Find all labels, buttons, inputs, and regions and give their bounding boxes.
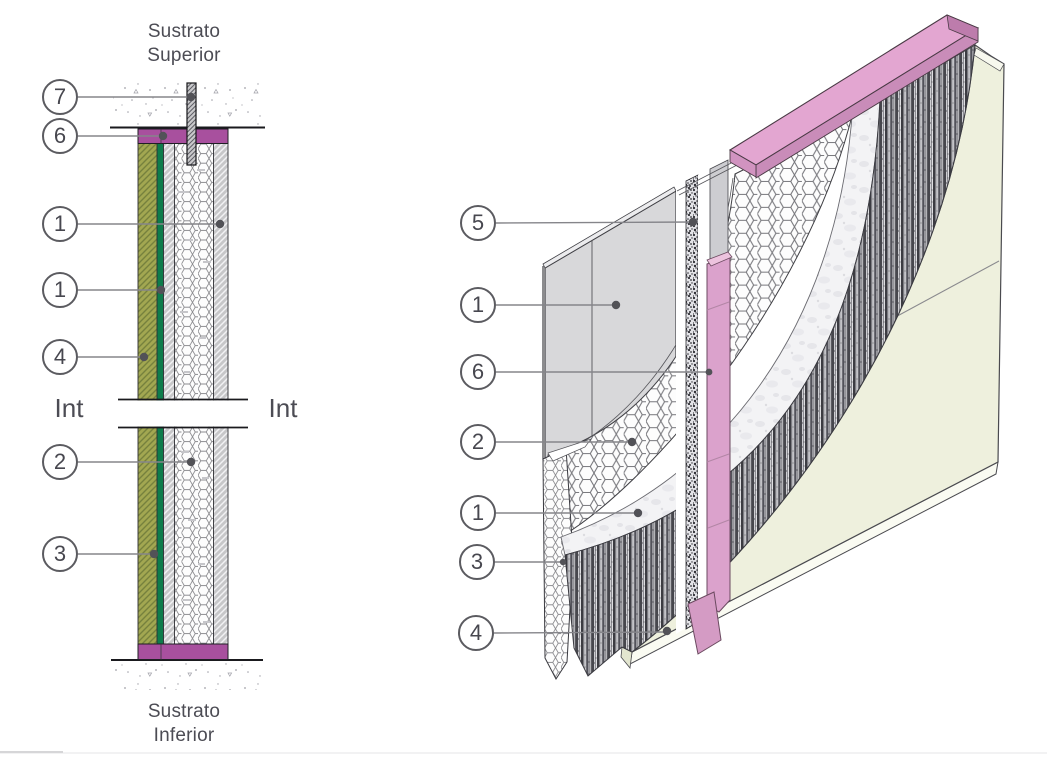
callout-left-6: 6 <box>42 118 78 154</box>
base-coat-right-layer <box>213 143 228 644</box>
callout-left-1b: 1 <box>42 272 78 308</box>
callout-right-5: 5 <box>460 205 496 241</box>
eps-joint-dashes <box>178 169 211 623</box>
left-leader-dots <box>139 92 225 559</box>
edge-strips <box>676 159 740 655</box>
adhesive-speckle-strip <box>685 174 699 630</box>
callout-right-1b: 1 <box>460 495 496 531</box>
callout-right-6: 6 <box>460 354 496 390</box>
right-leader-dots <box>559 217 713 636</box>
layer-borders <box>137 143 229 644</box>
substrate-bottom-label: Sustrato Inferior <box>147 701 221 746</box>
callout-right-3: 3 <box>459 544 495 580</box>
cream-panel-seam <box>889 260 1000 321</box>
right-leader-lines <box>493 221 709 634</box>
gray-sliver <box>709 159 729 261</box>
pink-strip-fragment <box>687 591 722 655</box>
callout-left-1a: 1 <box>42 206 78 242</box>
substrate-top-label: Sustrato Superior <box>147 21 221 66</box>
finish-render-layer <box>138 143 157 644</box>
break-symbol <box>118 398 248 429</box>
left-leader-lines <box>78 96 220 555</box>
wall-layers <box>137 143 229 644</box>
callout-right-2: 2 <box>460 424 496 460</box>
callout-left-7: 7 <box>42 79 78 115</box>
callout-right-4: 4 <box>458 615 494 651</box>
callout-left-3: 3 <box>42 536 78 572</box>
bottom-substrate-texture <box>115 661 262 690</box>
interior-label-left: Int <box>54 393 84 423</box>
left-section-diagram <box>78 79 265 690</box>
eps-insulation-layer <box>174 143 214 644</box>
pink-cap-beam <box>728 14 980 179</box>
interior-label-right: Int <box>268 393 298 423</box>
green-primer-layer <box>157 143 164 644</box>
callout-left-2: 2 <box>42 444 78 480</box>
callout-left-4: 4 <box>42 339 78 375</box>
mechanical-anchor <box>186 82 197 166</box>
right-isometric-diagram <box>493 14 1005 680</box>
base-coat-left-layer <box>163 143 175 644</box>
callout-right-1a: 1 <box>460 287 496 323</box>
bottom-perimeter-band <box>137 643 229 660</box>
striped-render-layer <box>564 44 976 677</box>
